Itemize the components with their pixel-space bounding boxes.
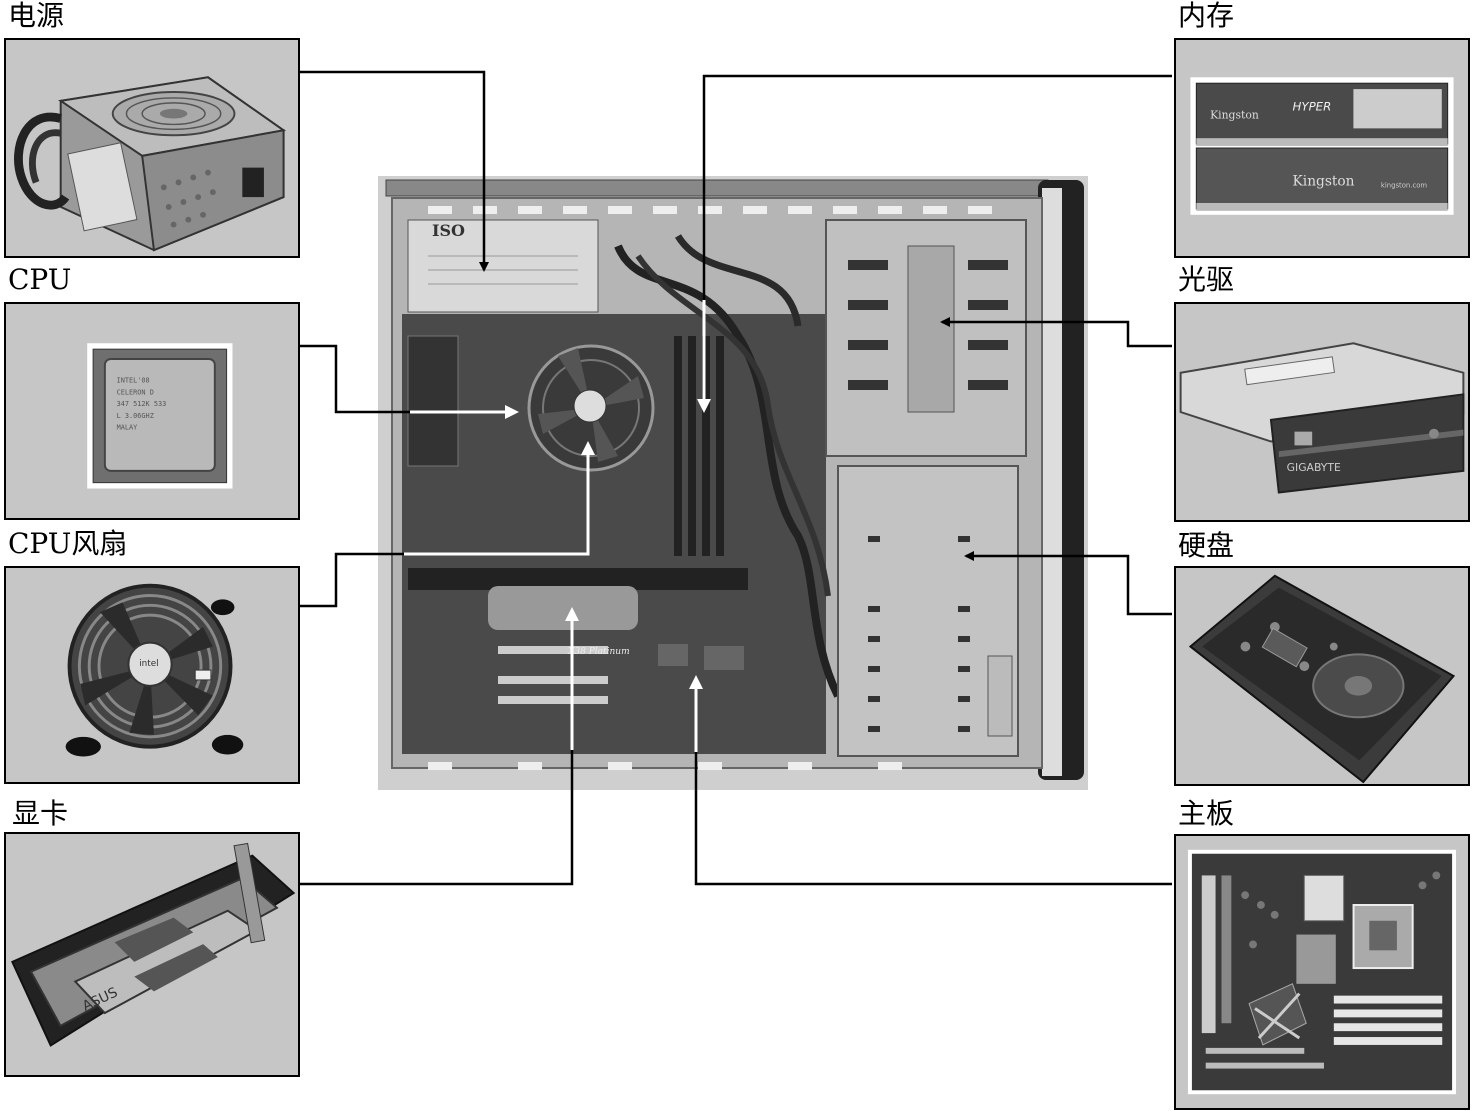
cpu-fan-label: CPU风扇 <box>8 527 128 560</box>
motherboard-label: 主板 <box>1178 797 1235 830</box>
odd-brand-text: GIGABYTE <box>1287 461 1341 474</box>
psu-label: 电源 <box>8 0 65 32</box>
ram-site-text: kingston.com <box>1381 181 1428 189</box>
gpu-photo: ASUS <box>4 832 300 1077</box>
svg-text:CELERON D: CELERON D <box>117 388 154 396</box>
svg-text:L 3.06GHZ: L 3.06GHZ <box>117 412 154 420</box>
optical-drive-photo: GIGABYTE <box>1174 302 1470 522</box>
svg-text:INTEL'08: INTEL'08 <box>117 377 150 385</box>
svg-text:MALAY: MALAY <box>117 424 138 432</box>
ram-model-text: HYPER <box>1293 100 1332 114</box>
hdd-label: 硬盘 <box>1178 529 1235 562</box>
gpu-label: 显卡 <box>12 797 69 830</box>
mb-model-text: X38 Platinum <box>567 647 630 657</box>
ram-brand-1-text: Kingston <box>1210 109 1259 122</box>
svg-text:347 512K 533: 347 512K 533 <box>117 400 167 408</box>
optical-drive-label: 光驱 <box>1178 263 1235 296</box>
ram-label: 内存 <box>1178 0 1235 32</box>
cpu-fan-photo: intel <box>4 566 300 784</box>
ram-photo: Kingston HYPER Kingston kingston.com <box>1174 38 1470 258</box>
fan-brand-text: intel <box>139 659 158 669</box>
cpu-label: CPU <box>8 263 72 296</box>
psu-photo <box>4 38 300 258</box>
ram-brand-2-text: Kingston <box>1293 173 1355 189</box>
hdd-photo <box>1174 566 1470 786</box>
svg-text:ISO: ISO <box>432 221 465 240</box>
motherboard-photo <box>1174 834 1470 1110</box>
computer-case-photo: ISO X38 Platinum <box>378 176 1088 790</box>
